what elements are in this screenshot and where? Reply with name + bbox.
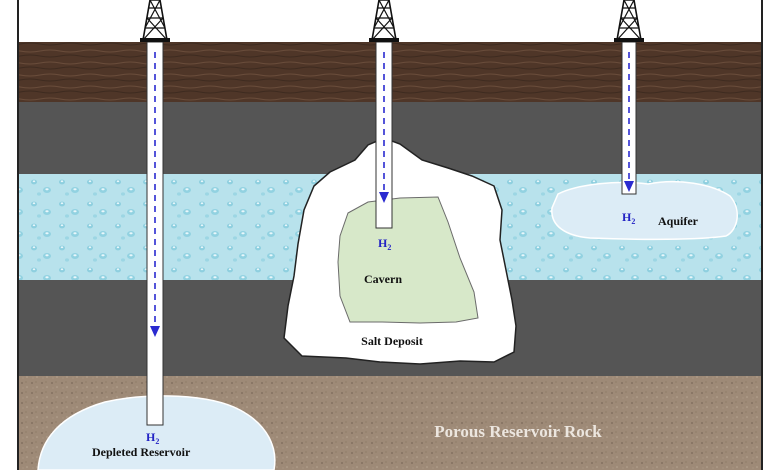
arrow-head-aquifer [624,181,634,192]
label-depleted-reservoir: Depleted Reservoir [92,445,191,459]
arrow-head-depleted [150,326,160,337]
label-porous-reservoir-rock: Porous Reservoir Rock [434,422,602,441]
h2-label-depleted: H2 [146,430,159,446]
derrick-icon [614,0,644,42]
label-aquifer: Aquifer [658,214,699,228]
label-salt-deposit: Salt Deposit [361,334,423,348]
depleted-reservoir [37,395,276,470]
h2-label-cavern: H2 [378,236,391,252]
aquifer-storage [551,180,738,241]
derrick-icon [140,0,170,42]
h2-label-aquifer: H2 [622,210,635,226]
label-cavern: Cavern [364,272,402,286]
arrow-head-cavern [379,192,389,203]
derrick-icon [369,0,399,42]
salt-cavern [337,196,479,324]
